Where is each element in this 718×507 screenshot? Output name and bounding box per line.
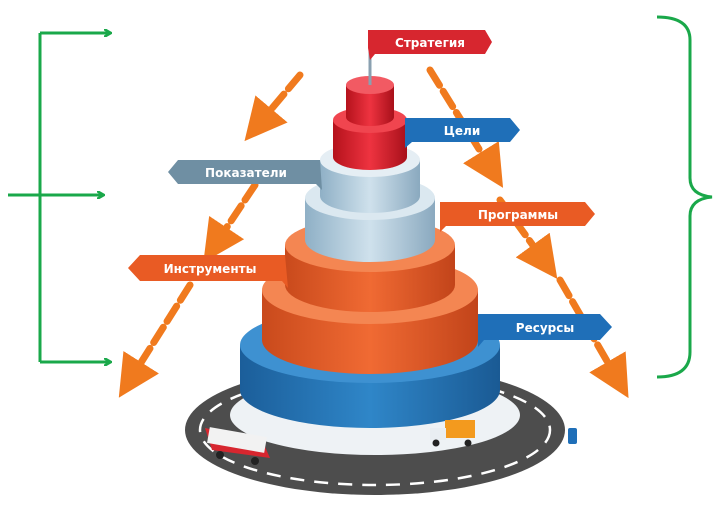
right-curly-bracket	[656, 15, 713, 379]
flag-resources-label: Ресурсы	[516, 321, 574, 335]
flag-goals: Цели	[405, 118, 520, 148]
flag-tools-label: Инструменты	[164, 262, 257, 276]
flag-indicators: Показатели	[168, 160, 322, 190]
flag-programs: Программы	[440, 202, 595, 232]
flag-strategy: Стратегия	[368, 30, 492, 60]
flag-goals-label: Цели	[444, 124, 480, 138]
arrow-lower-left	[118, 281, 194, 398]
flag-programs-label: Программы	[478, 208, 558, 222]
bus-icon	[205, 427, 270, 465]
flag-tools: Инструменты	[128, 255, 288, 288]
flag-strategy-label: Стратегия	[395, 36, 465, 50]
car-icon	[568, 428, 577, 444]
flag-indicators-label: Показатели	[205, 166, 287, 180]
orange-arrows	[118, 66, 629, 399]
flag-resources: Ресурсы	[478, 314, 612, 347]
truck-icon	[430, 420, 475, 447]
arrow-upper-left	[244, 71, 304, 142]
arrow-mid-left	[203, 181, 259, 263]
left-bracket	[8, 33, 110, 362]
